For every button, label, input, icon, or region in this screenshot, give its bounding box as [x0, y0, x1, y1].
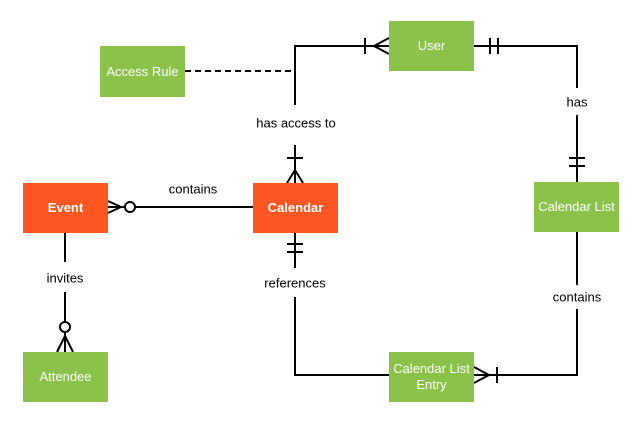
cardinality-one-or-many-icon	[286, 157, 304, 184]
entity-calendar-list[interactable]: Calendar List	[534, 182, 619, 232]
relationship-label-invites: invites	[46, 270, 84, 286]
entity-label: User	[417, 38, 446, 53]
relationship-label-has: has	[566, 94, 588, 110]
relationship-label-contains-event-calendar: contains	[168, 181, 218, 197]
cardinality-exactly-one-icon	[569, 157, 585, 167]
edge-has	[474, 38, 585, 182]
entity-label: Calendar List	[538, 199, 615, 214]
entity-event[interactable]: Event	[23, 183, 108, 233]
cardinality-zero-or-many-icon	[107, 200, 136, 214]
entity-label: Event	[47, 200, 84, 215]
edge-contains-event-calendar	[107, 200, 253, 214]
cardinality-exactly-one-icon	[489, 38, 499, 54]
relationship-label-references: references	[264, 275, 326, 291]
entity-attendee[interactable]: Attendee	[23, 352, 108, 402]
relationship-label-has-access-to: has access to	[256, 115, 336, 131]
entity-calendar[interactable]: Calendar	[253, 183, 338, 233]
entity-calendar-list-entry[interactable]: Calendar List Entry	[389, 352, 474, 402]
edge-contains-calendar-list-entry	[473, 232, 578, 384]
relationship-label-contains-calendar-list: contains	[552, 289, 602, 305]
edge-has-access-to	[286, 37, 390, 184]
entity-access-rule[interactable]: Access Rule	[100, 46, 185, 97]
cardinality-one-or-many-icon	[364, 37, 390, 55]
edge-invites	[56, 232, 74, 353]
entity-label: Calendar	[267, 200, 324, 215]
entity-user[interactable]: User	[389, 21, 474, 71]
cardinality-zero-or-many-icon	[56, 321, 74, 353]
entity-label: Attendee	[39, 369, 92, 384]
entity-label: Access Rule	[106, 63, 179, 79]
entity-label: Calendar List Entry	[393, 361, 470, 392]
cardinality-exactly-one-icon	[287, 243, 303, 253]
cardinality-one-or-many-icon	[473, 366, 498, 384]
edge-references	[287, 232, 389, 376]
